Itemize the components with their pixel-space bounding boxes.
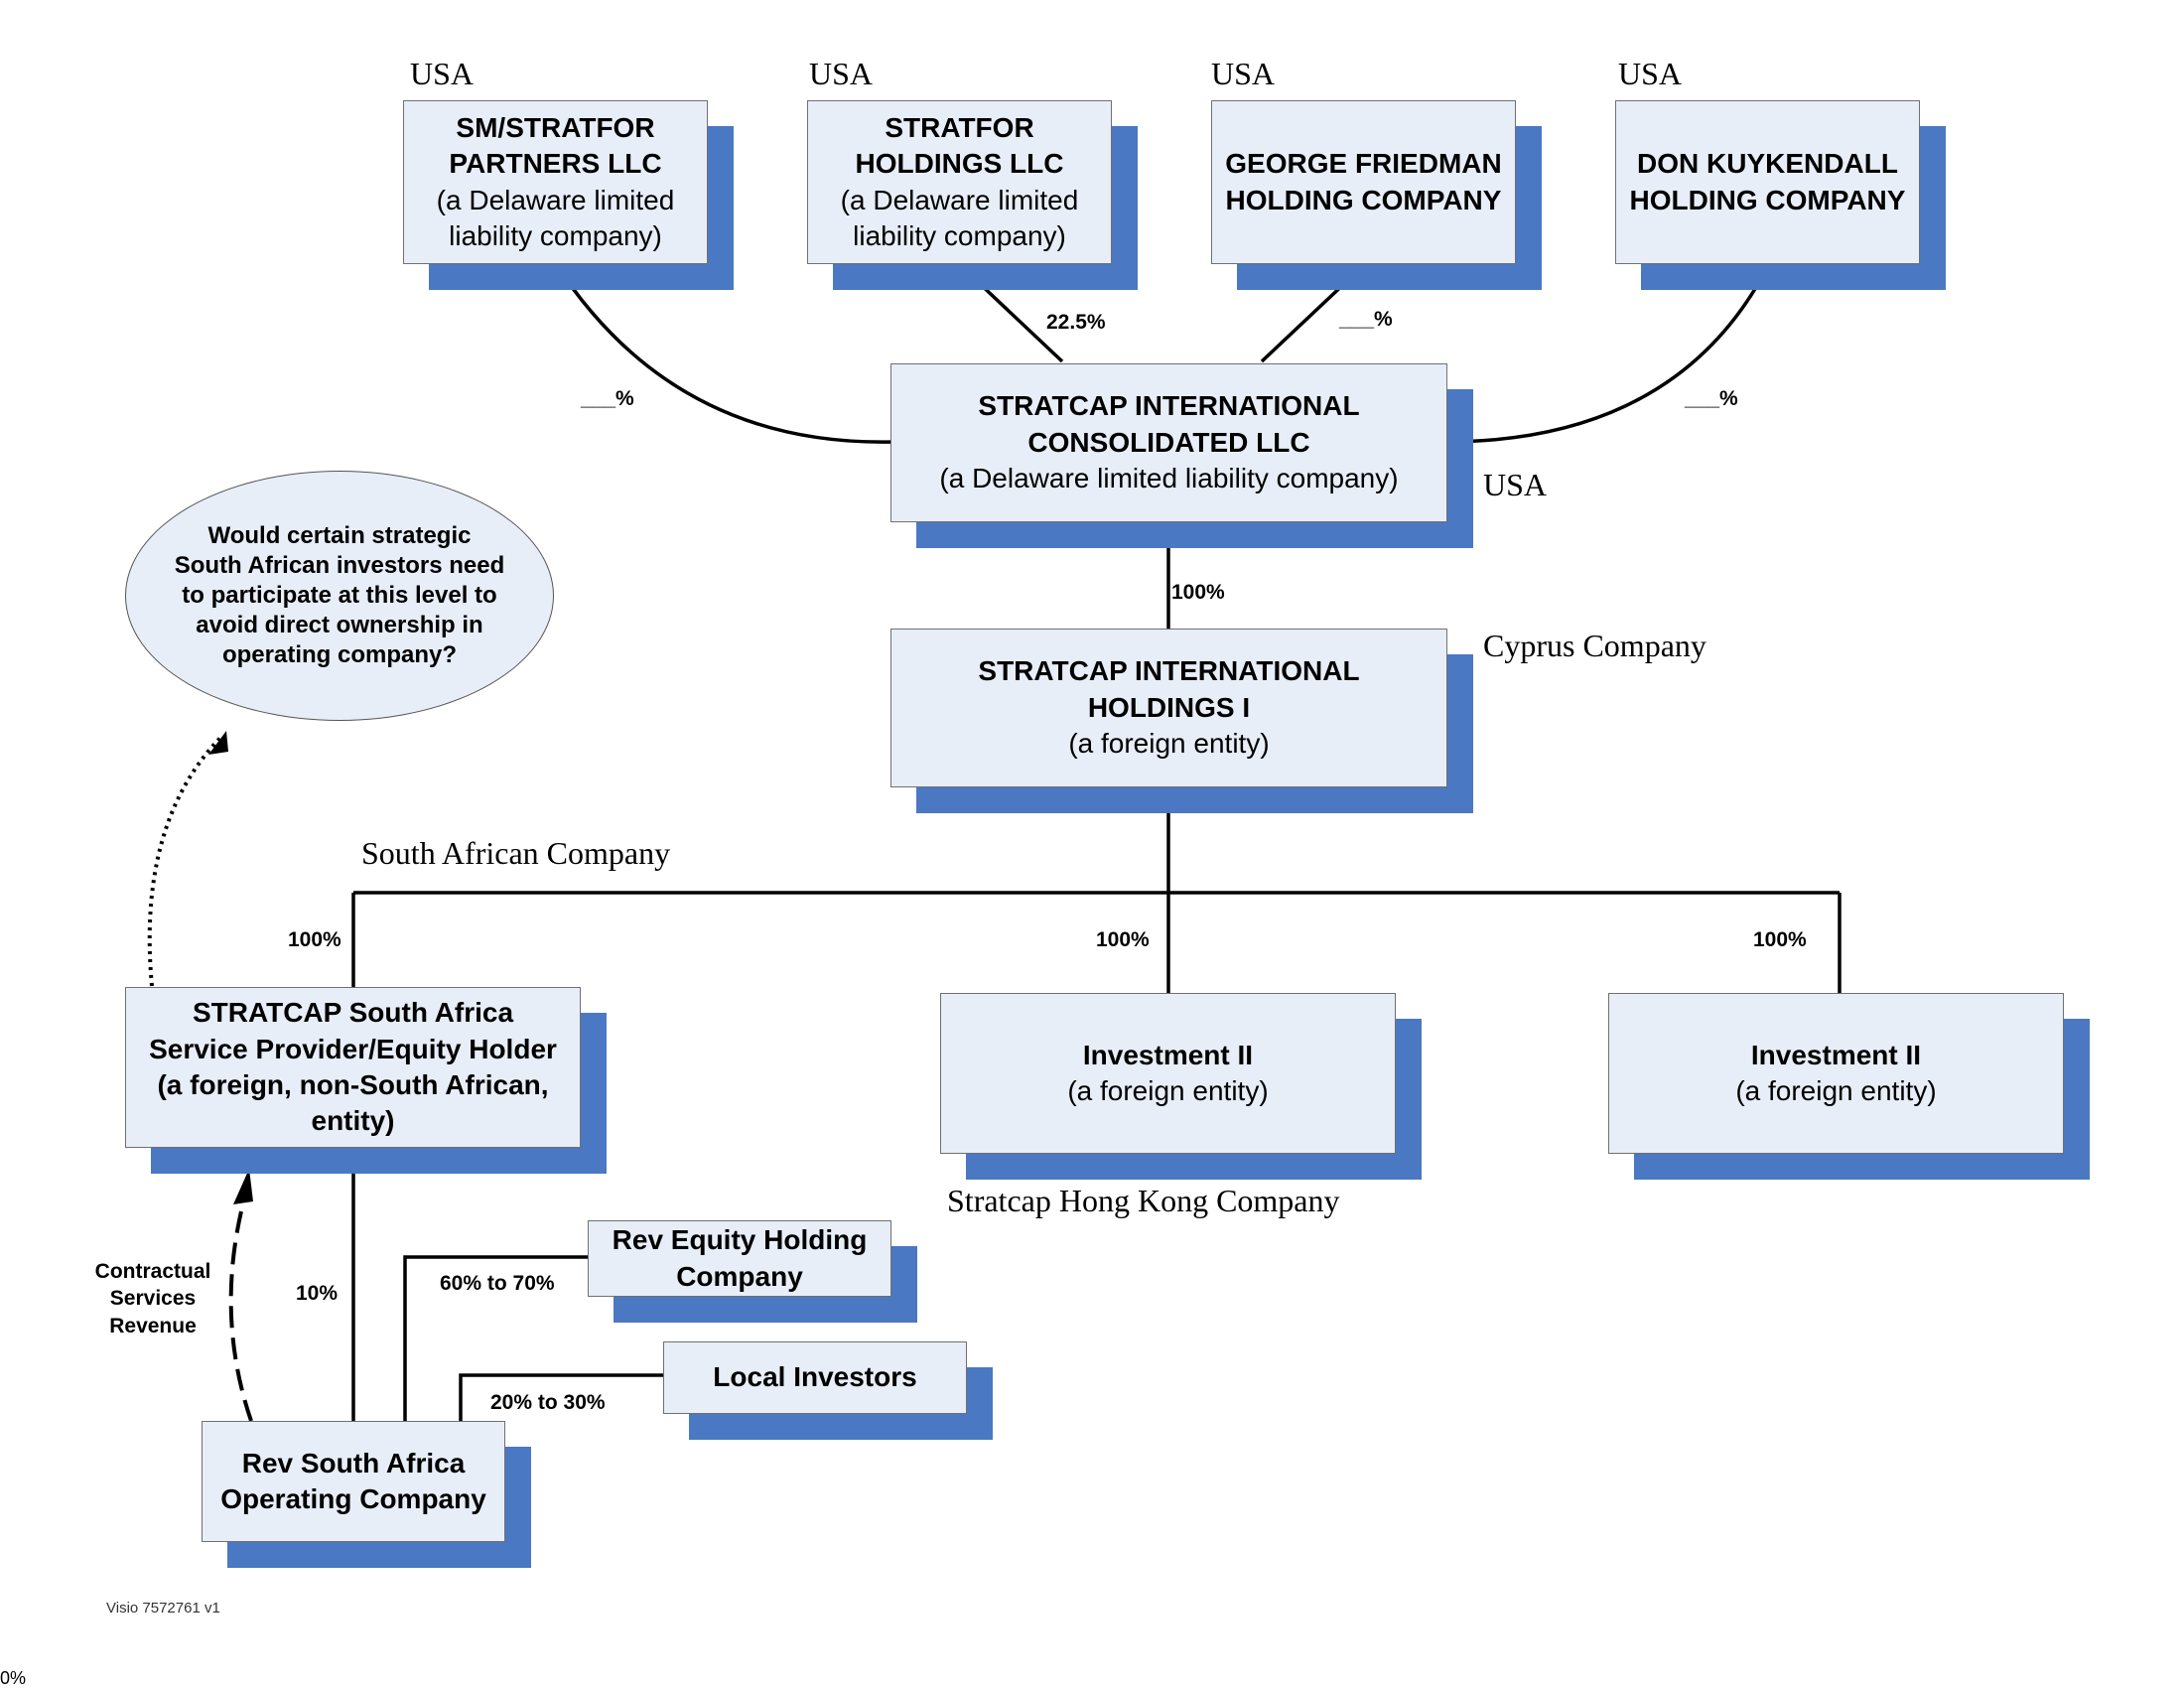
entity-george-friedman: GEORGE FRIEDMAN HOLDING COMPANY <box>1211 100 1542 290</box>
jurisdiction-label: USA <box>410 56 475 91</box>
entity-box: Local Investors <box>663 1341 967 1414</box>
ownership-percentage: 100% <box>288 928 341 951</box>
ownership-percentage: ___% <box>581 387 634 410</box>
entity-line-2: Service Provider/Equity Holder <box>149 1033 557 1064</box>
entity-desc-line-2: liability company) <box>449 219 662 251</box>
ownership-percentage: 100% <box>1096 928 1150 951</box>
footer-doc-id: Visio 7572761 v1 <box>106 1600 220 1617</box>
entity-desc: (a foreign entity) <box>1068 728 1270 760</box>
question-line-3: to participate at this level to <box>182 582 497 609</box>
entity-name: Local Investors <box>713 1361 917 1393</box>
entity-line-2: Operating Company <box>220 1483 486 1514</box>
dotted-arrowhead <box>208 731 228 755</box>
jurisdiction-label: USA <box>1483 467 1548 502</box>
question-line-4: avoid direct ownership in <box>196 612 483 638</box>
jurisdiction-label: USA <box>1211 56 1276 91</box>
question-note-ellipse: Would certain strategic South African in… <box>125 471 554 721</box>
entity-line-1: Rev South Africa <box>241 1447 466 1478</box>
entity-desc-line-2: liability company) <box>853 219 1066 251</box>
entity-south-africa-provider: STRATCAP South Africa Service Provider/E… <box>125 987 607 1174</box>
entity-desc: (a foreign entity) <box>1067 1075 1269 1106</box>
entity-name-line-1: DON KUYKENDALL <box>1637 148 1898 180</box>
entity-line-2: Company <box>676 1260 803 1292</box>
entity-name-line-2: PARTNERS LLC <box>449 148 662 180</box>
entity-sm-stratfor: SM/STRATFOR PARTNERS LLC (a Delaware lim… <box>403 100 734 290</box>
contractual-line-1: Contractual <box>94 1260 211 1283</box>
jurisdiction-label: USA <box>1618 56 1683 91</box>
entity-name-line-1: STRATCAP INTERNATIONAL <box>978 390 1360 422</box>
dashed-arrow-contractual <box>228 1191 253 1422</box>
entity-stratfor-holdings: STRATFOR HOLDINGS LLC (a Delaware limite… <box>807 100 1138 290</box>
question-line-1: Would certain strategic <box>207 522 472 549</box>
ownership-percentage: ___% <box>1339 308 1393 331</box>
contractual-line-2: Services <box>109 1287 197 1311</box>
connector-don-kuykendall <box>1443 263 1771 444</box>
entity-consolidated: STRATCAP INTERNATIONAL CONSOLIDATED LLC … <box>890 363 1473 548</box>
entity-name-line-1: STRATFOR <box>885 111 1034 143</box>
entity-investment-ii-right: Investment II (a foreign entity) <box>1608 993 2090 1180</box>
entity-box: DON KUYKENDALL HOLDING COMPANY <box>1615 100 1920 264</box>
entity-name-line-2: HOLDING COMPANY <box>1225 184 1502 215</box>
connector-sm-stratfor <box>554 263 894 444</box>
entity-box: STRATFOR HOLDINGS LLC (a Delaware limite… <box>807 100 1112 264</box>
ownership-percentage: ___% <box>1685 387 1738 410</box>
entity-name-line-2: HOLDINGS LLC <box>855 148 1064 180</box>
contractual-line-3: Revenue <box>109 1314 197 1337</box>
entity-desc-line-1: (a Delaware limited <box>840 184 1079 215</box>
entity-name-line-2: HOLDING COMPANY <box>1629 184 1906 215</box>
entity-name-line-2: CONSOLIDATED LLC <box>1027 426 1310 458</box>
entity-box: Rev South Africa Operating Company <box>202 1421 505 1542</box>
edge-fragment-text: 0% <box>0 1668 27 1688</box>
entity-rev-operating: Rev South Africa Operating Company <box>202 1421 531 1568</box>
entity-box: STRATCAP South Africa Service Provider/E… <box>125 987 581 1148</box>
entity-name-line-1: STRATCAP INTERNATIONAL <box>978 655 1360 687</box>
entity-line-1: Rev Equity Holding <box>612 1224 868 1256</box>
entity-name: Investment II <box>1082 1039 1254 1070</box>
ownership-percentage: 60% to 70% <box>440 1272 555 1295</box>
question-line-5: operating company? <box>221 641 458 668</box>
entity-investment-ii-center: Investment II (a foreign entity) <box>940 993 1422 1180</box>
dotted-arrow-to-question <box>147 736 222 987</box>
entity-box: STRATCAP INTERNATIONAL CONSOLIDATED LLC … <box>890 363 1447 522</box>
jurisdiction-label: Stratcap Hong Kong Company <box>947 1183 1340 1218</box>
entity-rev-equity: Rev Equity Holding Company <box>588 1220 917 1323</box>
entity-name: Investment II <box>1750 1039 1922 1070</box>
jurisdiction-label: South African Company <box>361 835 671 871</box>
entity-don-kuykendall: DON KUYKENDALL HOLDING COMPANY <box>1615 100 1946 290</box>
entity-line-1: STRATCAP South Africa <box>192 997 514 1029</box>
ownership-percentage: 100% <box>1171 581 1225 604</box>
entity-box: Investment II (a foreign entity) <box>940 993 1396 1154</box>
ownership-percentage: 22.5% <box>1046 311 1106 334</box>
entity-box: STRATCAP INTERNATIONAL HOLDINGS I (a for… <box>890 629 1447 787</box>
ownership-percentage: 10% <box>296 1282 339 1305</box>
connector-local-investors <box>459 1373 665 1421</box>
question-line-2: South African investors need <box>174 552 505 579</box>
ownership-percentage: 100% <box>1753 928 1807 951</box>
entity-holdings-i: STRATCAP INTERNATIONAL HOLDINGS I (a for… <box>890 629 1473 813</box>
entity-line-4: entity) <box>311 1105 395 1137</box>
ownership-percentage: 20% to 30% <box>490 1391 606 1414</box>
jurisdiction-label: Cyprus Company <box>1483 628 1706 663</box>
dashed-arrowhead <box>233 1169 253 1204</box>
entity-local-investors: Local Investors <box>663 1341 993 1440</box>
connector-rev-equity <box>403 1255 590 1421</box>
entity-box: SM/STRATFOR PARTNERS LLC (a Delaware lim… <box>403 100 708 264</box>
jurisdiction-label: USA <box>809 56 874 91</box>
entity-line-3: (a foreign, non-South African, <box>157 1069 549 1100</box>
entity-box: Investment II (a foreign entity) <box>1608 993 2064 1154</box>
entity-desc: (a foreign entity) <box>1735 1075 1937 1106</box>
contractual-note: Contractual Services Revenue <box>83 1258 222 1339</box>
entity-name-line-1: GEORGE FRIEDMAN <box>1225 148 1502 180</box>
entity-desc-line-1: (a Delaware limited <box>436 184 675 215</box>
entity-desc: (a Delaware limited liability company) <box>939 463 1399 494</box>
entity-box: GEORGE FRIEDMAN HOLDING COMPANY <box>1211 100 1516 264</box>
entity-name-line-1: SM/STRATFOR <box>456 111 655 143</box>
entity-name-line-2: HOLDINGS I <box>1087 691 1251 723</box>
entity-box: Rev Equity Holding Company <box>588 1220 891 1297</box>
